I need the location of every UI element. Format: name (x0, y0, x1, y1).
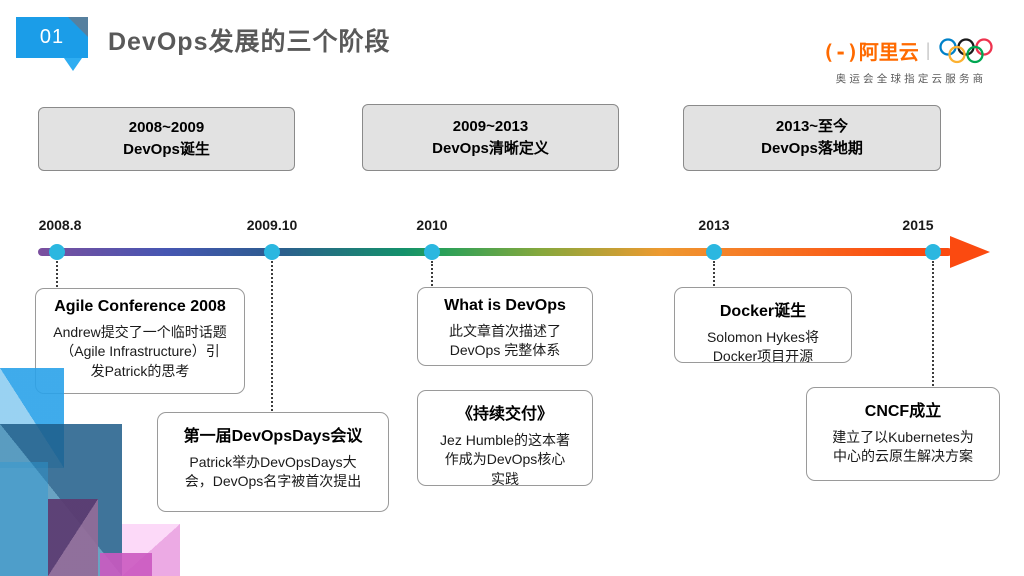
page-title: DevOps发展的三个阶段 (108, 28, 391, 56)
alibaba-bracket-icon: (-) (822, 40, 859, 64)
event-title: Agile Conference 2008 (54, 298, 226, 315)
event-title: 《持续交付》 (456, 406, 553, 423)
section-number: 01 (39, 26, 65, 48)
event-title: What is DevOps (444, 297, 566, 314)
event-body: Patrick举办DevOpsDays大 会，DevOps名字被首次提出 (184, 454, 362, 490)
event-title: Docker诞生 (719, 303, 807, 320)
event-card-cncf: CNCF成立 建立了以Kubernetes为 中心的云原生解决方案 (806, 387, 1000, 481)
event-card-continuous-delivery: 《持续交付》 Jez Humble的这本著 作成为DevOps核心 实践 (417, 390, 593, 487)
event-body: 此文章首次描述了 DevOps 完整体系 (449, 323, 561, 359)
stage-box-1: 2008~2009 DevOps诞生 (38, 107, 295, 171)
deco-square-cyan-overlay (0, 462, 48, 576)
event-card-agile-conference: Agile Conference 2008 Andrew提交了一个临时话题 （A… (35, 288, 245, 394)
deco-square-magenta (100, 553, 152, 576)
stage-box-3: 2013~至今 DevOps落地期 (683, 105, 941, 171)
connector-dotted-line-1 (56, 261, 58, 287)
section-number-badge: 01 (16, 17, 88, 58)
timeline-dot-1 (49, 244, 65, 260)
timeline-year-2009-10: 2009.10 (246, 217, 298, 233)
timeline-dot-3 (424, 244, 440, 260)
logo-tagline: 奥运会全球指定云服务商 (835, 73, 987, 85)
alibaba-cloud-logo: (-)阿里云 | 奥运会全球指定云服务商 (820, 36, 1002, 86)
olympic-rings-icon (939, 37, 994, 63)
deco-square-purple (48, 499, 98, 576)
timeline-dot-5 (925, 244, 941, 260)
alibaba-brand-name: 阿里云 (858, 42, 919, 64)
timeline-year-2010: 2010 (416, 217, 448, 233)
timeline-year-2015: 2015 (902, 217, 934, 233)
connector-dotted-line-4 (713, 261, 715, 286)
event-body: Jez Humble的这本著 作成为DevOps核心 实践 (440, 432, 570, 487)
deco-square-pink (122, 524, 180, 576)
event-body: Andrew提交了一个临时话题 （Agile Infrastructure）引 … (53, 324, 227, 379)
timeline-year-2013: 2013 (698, 217, 730, 233)
event-title: CNCF成立 (864, 403, 942, 420)
event-card-what-is-devops: What is DevOps 此文章首次描述了 DevOps 完整体系 (417, 287, 593, 366)
stage-box-2: 2009~2013 DevOps清晰定义 (362, 104, 619, 171)
badge-tail-icon (64, 58, 82, 71)
timeline-year-2008-8: 2008.8 (38, 217, 82, 233)
event-card-docker: Docker诞生 Solomon Hykes将 Docker项目开源 (674, 287, 852, 364)
timeline-dot-4 (706, 244, 722, 260)
connector-dotted-line-3 (431, 261, 433, 286)
badge-fold-corner-icon (68, 17, 88, 37)
timeline-dot-2 (264, 244, 280, 260)
alibaba-cloud-wordmark: (-)阿里云 (823, 36, 919, 65)
event-card-devopsdays: 第一届DevOpsDays会议 Patrick举办DevOpsDays大 会，D… (157, 412, 389, 512)
event-title: 第一届DevOpsDays会议 (183, 428, 363, 445)
timeline-bar (38, 248, 952, 256)
event-body: Solomon Hykes将 Docker项目开源 (706, 329, 820, 365)
timeline-arrow-icon (950, 236, 990, 268)
connector-dotted-line-5 (932, 261, 934, 386)
connector-dotted-line-2 (271, 261, 273, 411)
logo-divider: | (925, 40, 931, 60)
event-body: 建立了以Kubernetes为 中心的云原生解决方案 (832, 429, 974, 465)
deco-square-steel-blue (0, 424, 122, 576)
